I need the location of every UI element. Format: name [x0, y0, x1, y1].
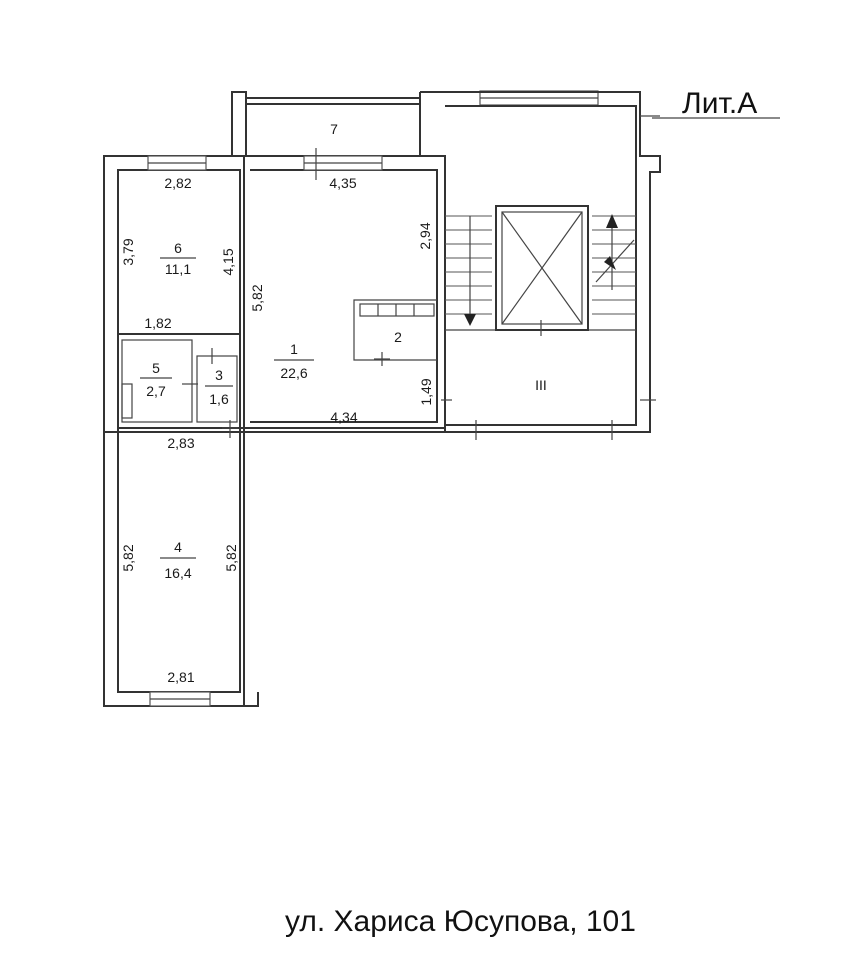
building-label-group: Лит.А [652, 87, 780, 120]
dim-room1-bottom: 4,34 [330, 409, 357, 425]
dim-room6-right: 4,15 [220, 248, 236, 275]
dim-room6-left: 3,79 [120, 238, 136, 265]
dim-bath-top: 1,82 [144, 315, 171, 331]
room-4-number: 4 [174, 539, 182, 555]
room-1-number: 1 [290, 341, 298, 357]
stair-treads-left [445, 215, 492, 326]
dim-room1-right-upper: 2,94 [417, 222, 433, 249]
apartment-walls [103, 91, 446, 707]
room-1-area: 22,6 [280, 365, 307, 381]
stairwell-walls [420, 91, 661, 433]
room-6-number: 6 [174, 240, 182, 256]
address-caption: ул. Хариса Юсупова, 101 [285, 905, 636, 938]
dim-room1-left: 5,82 [249, 284, 265, 311]
room-2-number: 2 [394, 329, 402, 345]
dim-room1-right-lower: 1,49 [418, 378, 434, 405]
dim-room4-top: 2,83 [167, 435, 194, 451]
room-5-number: 5 [152, 360, 160, 376]
door-marks [121, 148, 656, 440]
building-label: Лит.А [682, 87, 757, 120]
dimension-labels: 2,82 4,35 3,79 4,15 5,82 2,94 1,82 1,49 … [120, 175, 434, 685]
room-labels: 6 11,1 1 22,6 2 5 2,7 3 1,6 4 16,4 7 III [140, 121, 547, 581]
room-7-number: 7 [330, 121, 338, 137]
dim-room4-right: 5,82 [223, 544, 239, 571]
stairwell-number: III [535, 377, 547, 393]
dim-room4-left: 5,82 [120, 544, 136, 571]
room-6-area: 11,1 [165, 261, 191, 277]
room-3-area: 1,6 [209, 391, 229, 407]
stair-treads-right [592, 214, 636, 315]
dim-room6-top: 2,82 [164, 175, 191, 191]
dim-room1-top: 4,35 [329, 175, 356, 191]
dim-room4-bottom: 2,81 [167, 669, 194, 685]
room-4-area: 16,4 [164, 565, 191, 581]
room-3-number: 3 [215, 367, 223, 383]
closet-2 [353, 299, 437, 361]
room-5-area: 2,7 [146, 383, 166, 399]
